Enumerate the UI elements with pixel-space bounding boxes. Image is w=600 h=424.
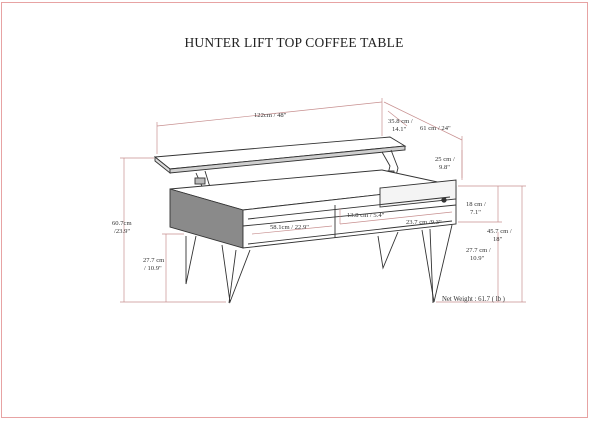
page-title: HUNTER LIFT TOP COFFEE TABLE [184,35,404,50]
label-overall-height-cm: 60.7cm [112,220,132,227]
lift-top-side-edge [169,145,406,174]
net-weight-note: Net Weight : 61.7 ( lb ) [442,296,505,303]
label-table-height-cm: 45.7 cm / [487,228,512,235]
drawer-front [379,179,457,208]
label-drawer-height-in: 7.1" [470,209,481,216]
dim-shelf-left-line [251,225,333,235]
label-overall-height-in: /23.9" [114,228,130,235]
label-leg-right-in: 10.9" [470,255,485,262]
label-leg-left-cm: 27.7 cm [143,257,165,264]
shelf-back-edge [242,204,457,227]
dimension-labels: 122cm / 48" 35.8 cm / 14.1" 61 cm / 24" … [112,112,512,272]
label-table-height-in: 18" [493,236,503,243]
dimension-lines [120,98,526,303]
dim-top-depth-line [387,110,408,127]
label-lift-height-in: 9.8" [439,164,450,171]
label-overall-depth: 61 cm / 24" [420,125,451,132]
table-line-art [153,136,457,304]
compartment-top-edge [247,196,451,220]
label-lift-height-cm: 25 cm / [435,156,455,163]
dim-overall-depth-line [383,101,463,141]
dim-shelf-right-line [339,211,453,225]
page-border [1,2,588,418]
dim-top-length-line [156,101,383,127]
label-leg-left-in: / 10.9" [144,265,162,272]
leg-back-right [429,228,434,304]
label-top-depth-cm: 35.8 cm / [388,118,413,125]
leg-back-left [228,249,237,304]
label-drawer-height-cm: 18 cm / [466,201,486,208]
leg-front-left [185,235,197,285]
label-top-length: 122cm / 48" [254,112,287,119]
leg-front-left-b [221,244,251,304]
leg-front-right-b [421,224,453,303]
label-leg-right-cm: 27.7 cm / [466,247,491,254]
label-shelf-left-width: 58.1cm / 22.9" [270,224,309,231]
label-shelf-right-width: 23.7 cm /9.3" [406,219,442,226]
leg-front-right [377,231,399,270]
label-top-depth-in: 14.1" [392,126,407,133]
cabinet-bottom-inner [247,220,453,245]
knob-icon [441,197,447,203]
label-shelf-height: 13.8 cm / 5.4" [347,212,385,219]
lift-bracket-left [194,177,206,185]
